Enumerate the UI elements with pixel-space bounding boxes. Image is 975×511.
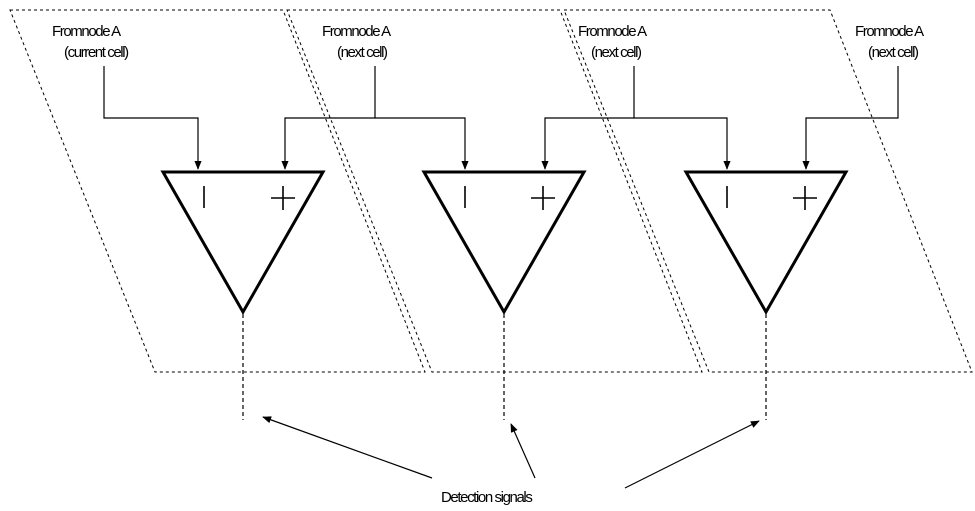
- arrow-to-output-1: [262, 416, 433, 479]
- comparator-2: − +: [421, 170, 587, 316]
- arrow-to-output-3: [624, 420, 760, 489]
- input-labels: Fromnode A (current cell) Fromnode A (ne…: [52, 23, 926, 61]
- cell-3-label-line1: Fromnode A: [578, 23, 647, 40]
- wire-next2-to-comp2-plus: [541, 66, 635, 170]
- wire-next2-to-comp3-minus: [634, 117, 731, 170]
- input-wires: [103, 66, 899, 170]
- cell-outline-1: [9, 9, 426, 373]
- cell-2-label-line2: (next cell): [337, 44, 388, 61]
- comparator-3: − +: [683, 170, 849, 316]
- cell-4-label-line2: (next cell): [868, 44, 919, 61]
- cell-1-label-line1: Fromnode A: [52, 23, 121, 40]
- detection-arrows: [262, 416, 760, 489]
- output-wires: [242, 314, 767, 420]
- comparator-2-triangle: [421, 170, 587, 316]
- detection-signals-label: Detection signals: [441, 489, 532, 506]
- comparator-1-triangle: [160, 170, 326, 316]
- cell-outline-2: [286, 9, 703, 373]
- cell-4-label-line1: Fromnode A: [855, 23, 924, 40]
- cell-3-label-line2: (next cell): [591, 44, 642, 61]
- cell-2-label-line1: Fromnode A: [322, 23, 391, 40]
- comparator-3-triangle: [683, 170, 849, 316]
- wire-next3-to-comp3-plus: [802, 66, 899, 170]
- wire-current-to-comp1-minus: [103, 66, 202, 170]
- wire-next1-to-comp2-minus: [375, 117, 469, 170]
- cell-1-label-line2: (current cell): [64, 44, 129, 61]
- cell-outline-3: [563, 9, 973, 373]
- wire-next1-to-comp1-plus: [281, 66, 376, 170]
- cell-outlines: [9, 9, 973, 373]
- arrow-to-output-2: [510, 423, 536, 479]
- comparator-1: − +: [160, 170, 326, 316]
